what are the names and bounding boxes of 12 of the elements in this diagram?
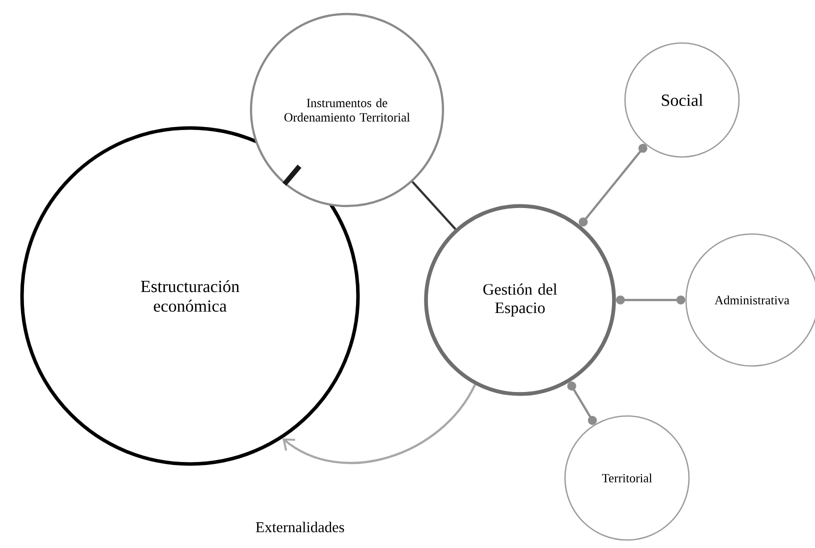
circle-node: Gestión del Espacio (424, 204, 616, 396)
arrow (282, 384, 476, 464)
circle-node: Instrumentos de Ordenamiento Territorial (250, 12, 444, 208)
connector-line (616, 296, 686, 304)
circle-node: Social (624, 42, 740, 158)
circle-node: Estructuración económica (20, 126, 360, 466)
connector-line (282, 164, 302, 186)
circle-node: Territorial (564, 415, 690, 541)
connector-line (412, 181, 456, 230)
connector-line (567, 382, 597, 425)
connector-line (578, 144, 648, 226)
edge-label: Externalidades (254, 520, 346, 534)
